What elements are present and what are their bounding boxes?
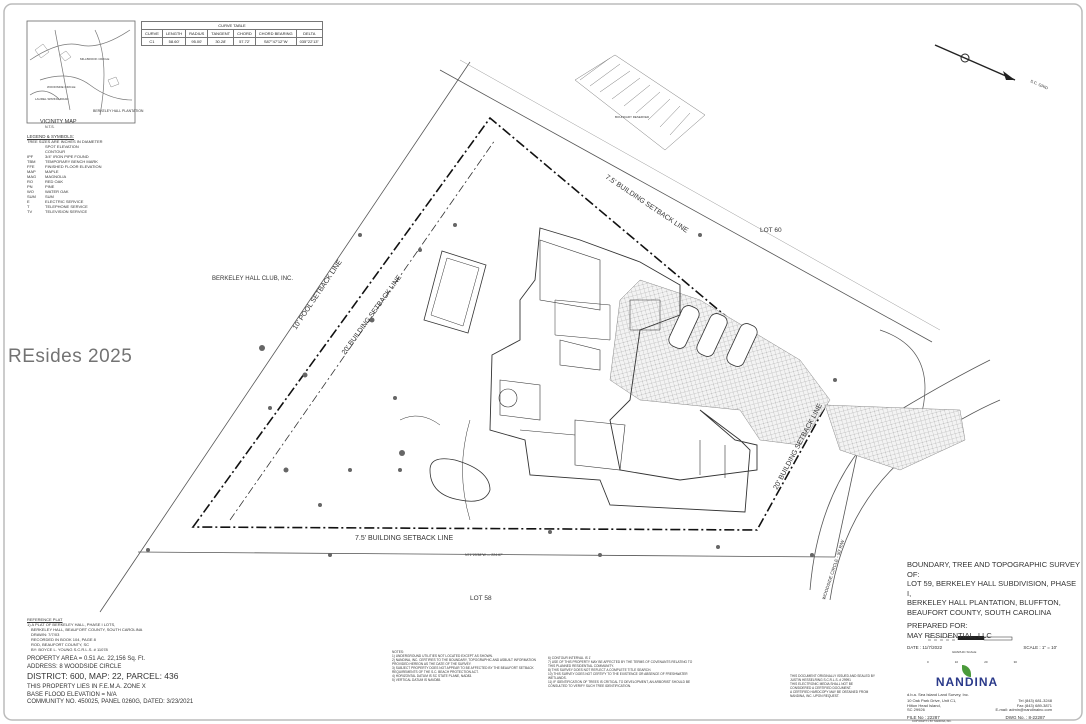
vicinity-map-title: VICINITY MAP <box>40 119 77 125</box>
svg-text:MILLBROOK CIRCLE: MILLBROOK CIRCLE <box>80 57 109 61</box>
road-label: WOODSIDE CIRCLE - 50' R/W <box>821 538 845 600</box>
survey-title: BOUNDARY, TREE AND TOPOGRAPHIC SURVEY OF… <box>907 560 1080 579</box>
setback-north-label: 7.5' BUILDING SETBACK LINE <box>604 174 690 235</box>
legend-item: CONTOUR <box>45 149 66 154</box>
graphic-scale <box>927 636 1013 641</box>
driveway <box>609 279 966 471</box>
pool-setback-label: 10' POOL SETBACK LINE <box>292 259 344 331</box>
notes-col1: NOTES: 1) UNDERGROUND UTILITIES NOT LOCA… <box>392 650 536 682</box>
trees <box>146 223 837 557</box>
file-number: FILE No : 22287 <box>907 714 940 720</box>
notes-col2: 6) CONTOUR INTERVAL IS 1'7) USE OF THIS … <box>548 656 693 688</box>
svg-text:BERKELEY HALL PLANTATION: BERKELEY HALL PLANTATION <box>93 109 144 113</box>
pool <box>399 250 491 521</box>
client-name: MAY RESIDENTIAL, LLC <box>907 630 992 640</box>
property-address: ADDRESS: 8 WOODSIDE CIRCLE <box>27 663 122 670</box>
nandina-leaf-icon <box>962 665 971 677</box>
svg-text:LAUREL SPRING ROAD: LAUREL SPRING ROAD <box>35 97 69 101</box>
drawing-number: DWG No. : 8-22287 <box>1005 714 1045 720</box>
hatched-area <box>574 54 706 151</box>
north-arrow: S.C. GRID <box>934 44 1049 91</box>
district-map-parcel: DISTRICT: 600, MAP: 22, PARCEL: 436 <box>27 671 179 681</box>
lot-58-label: LOT 58 <box>470 595 492 602</box>
property-boundary <box>99 59 941 613</box>
svg-text:S.C. GRID: S.C. GRID <box>1030 78 1049 90</box>
svg-text:BOUNDARY RESERVED: BOUNDARY RESERVED <box>615 115 650 119</box>
svg-text:N.T.S.: N.T.S. <box>45 125 55 129</box>
legend-item: SPOT ELEVATION <box>45 144 79 149</box>
survey-scale: SCALE : 1" = 10' <box>1023 645 1057 650</box>
seal-note: THIS DOCUMENT ORIGINALLY ISSUED AND SEAL… <box>790 674 875 698</box>
title-block: BOUNDARY, TREE AND TOPOGRAPHIC SURVEY OF… <box>907 560 1082 723</box>
vicinity-map: VICINITY MAP N.T.S. BERKELEY HALL PLANTA… <box>26 20 144 129</box>
svg-text:N71°23'38"W — 224.67': N71°23'38"W — 224.67' <box>465 553 503 557</box>
watermark: REsides 2025 <box>8 346 133 367</box>
setback-west-label: 20' BUILDING SETBACK LINE <box>341 274 403 356</box>
company-logo: NANDINA <box>935 675 999 689</box>
svg-text:WOODSIDE CIRCLE: WOODSIDE CIRCLE <box>47 85 76 89</box>
pool-setback-line <box>229 139 496 521</box>
survey-date: DATE : 11/7/2022 <box>907 645 943 650</box>
lot-60-label: LOT 60 <box>760 227 782 234</box>
property-area: PROPERTY AREA = 0.51 Ac. 22,156 Sq. Ft. <box>27 656 146 662</box>
reference-block: REFERENCE PLAT 1) A PLAT OF BERKELEY HAL… <box>27 617 197 707</box>
setback-south-label: 7.5' BUILDING SETBACK LINE <box>355 535 454 542</box>
house-footprint <box>489 227 758 513</box>
sheet-border <box>3 3 1083 721</box>
legend: LEGEND & SYMBOLS: TREE SIZES ARE INCHES … <box>27 134 137 214</box>
neighbor-label: BERKELEY HALL CLUB, INC. <box>212 276 293 282</box>
cars <box>668 305 758 367</box>
building-setback-line <box>191 116 830 531</box>
